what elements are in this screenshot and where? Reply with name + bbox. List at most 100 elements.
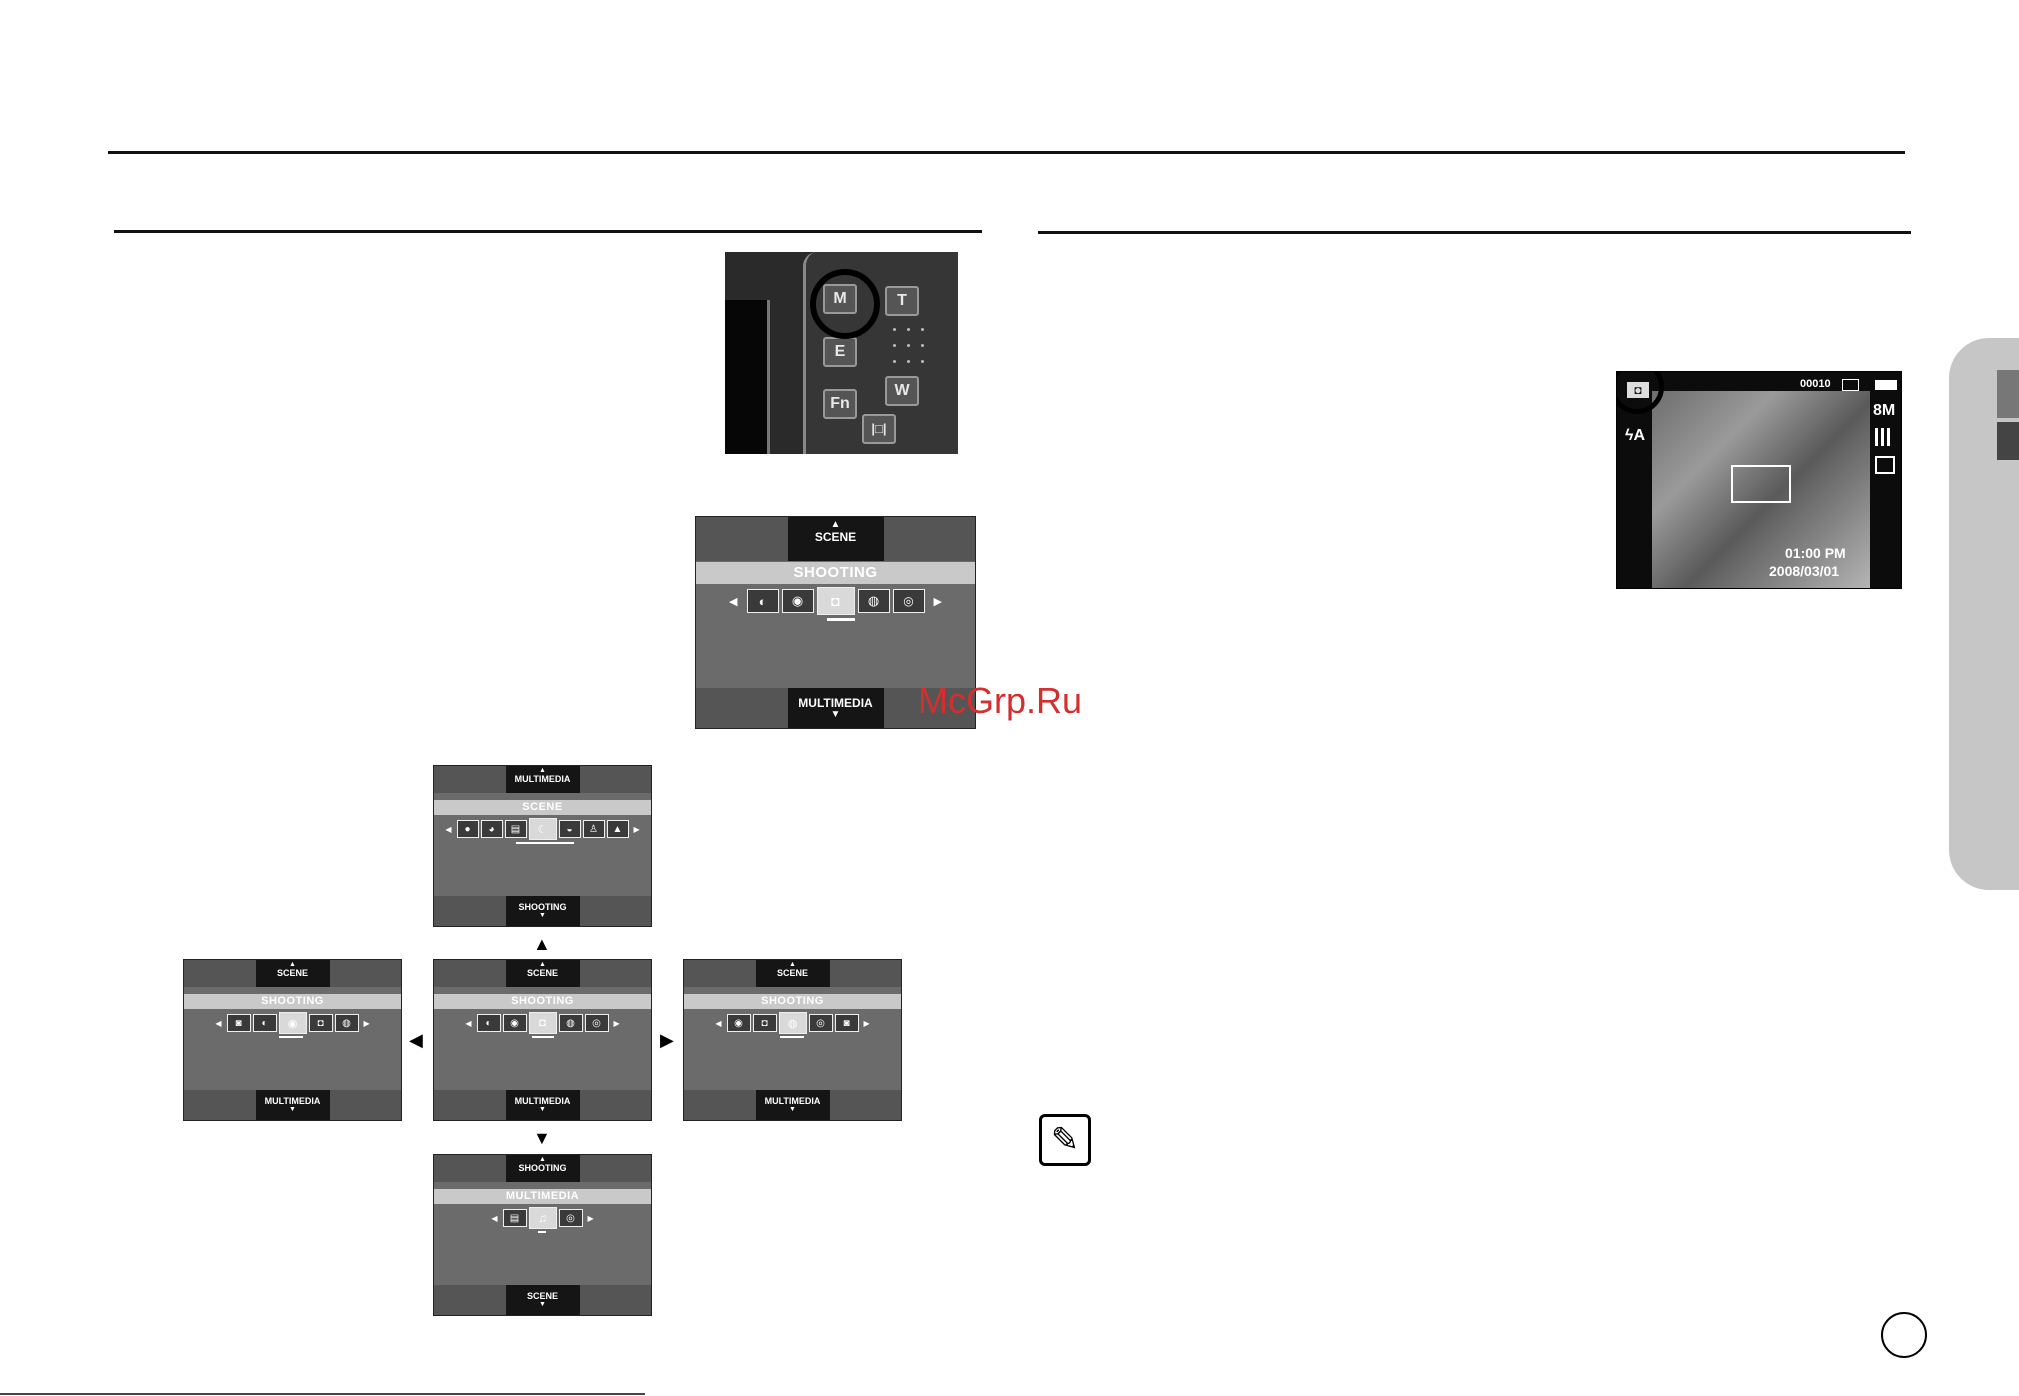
right-arrow-icon: ▶ (363, 1018, 370, 1028)
sunset-icon: ◒ (558, 820, 581, 838)
top-tab-label: SCENE (276, 968, 308, 978)
chapter-side-tab (1949, 338, 2019, 890)
mode-icon: ◘ (752, 1014, 777, 1032)
mode-icon: ◐ (252, 1014, 277, 1032)
speaker-dot (921, 328, 924, 331)
mode-icon: ◉ (278, 1012, 307, 1034)
speaker-dot (907, 360, 910, 363)
header-rule (108, 151, 1905, 154)
speaker-dot (893, 328, 896, 331)
top-tab: ▲ SCENE (505, 960, 580, 987)
right-arrow-icon: ▶ (660, 1030, 674, 1050)
side-tab-marker-active (1997, 422, 2019, 460)
mode-icon: ◘ (308, 1014, 333, 1032)
flash-auto-icon: ϟA (1625, 427, 1646, 444)
battery-icon (1875, 380, 1897, 390)
note-icon: ✎ (1039, 1114, 1091, 1166)
top-tab: ▲ SCENE (755, 960, 830, 987)
mode-icons-row: ◀ ◐ ◉ ◘ ◍ ◎ ▶ (434, 1012, 651, 1034)
top-tab: ▲ SCENE (787, 517, 884, 561)
selection-dash (516, 842, 574, 844)
iso-icon: ◎ (892, 589, 925, 613)
mode-menu-main: ▲ SCENE SHOOTING ◀ ◐ ◉ ◘ ◍ ◎ ▶ MULTIMEDI… (695, 516, 976, 729)
children-icon: ◕ (480, 820, 503, 838)
bottom-tab: MULTIMEDIA ▼ (787, 688, 884, 728)
watermark: McGrp.Ru (918, 680, 1083, 721)
mode-icon: ◎ (808, 1014, 833, 1032)
right-arrow-icon: ▶ (863, 1018, 870, 1028)
up-triangle-icon: ▲ (830, 519, 841, 530)
right-arrow-icon: ▶ (613, 1018, 620, 1028)
down-triangle-icon: ▼ (539, 912, 546, 919)
speaker-dot (907, 328, 910, 331)
time-display: 01:00 PM (1785, 545, 1846, 561)
dual-is-icon: ◍ (857, 589, 890, 613)
mode-icons-row: ◀ ◐ ◉ ◘ ◍ ◎ ▶ (696, 587, 975, 615)
effect-button: E (823, 337, 857, 367)
mode-band: SCENE (434, 800, 651, 815)
auto-icon: ◘ (816, 587, 855, 615)
top-tab: ▲ MULTIMEDIA (505, 766, 580, 793)
mode-menu-center: ▲ SCENE SHOOTING ◀ ◐ ◉ ◘ ◍ ◎ ▶ MULTIMEDI… (433, 959, 652, 1121)
camera-mode-highlight-circle (1617, 372, 1664, 414)
mode-band: SHOOTING (184, 994, 401, 1009)
bottom-tab: SHOOTING ▼ (505, 896, 580, 926)
speaker-dot (907, 344, 910, 347)
mode-band: SHOOTING (434, 994, 651, 1009)
bottom-tab-label: MULTIMEDIA (798, 696, 873, 710)
left-column-rule (114, 230, 982, 233)
speaker-dot (921, 360, 924, 363)
media-icon: ◎ (558, 1209, 583, 1227)
mode-icon: ◉ (726, 1014, 751, 1032)
mode-icon: ◍ (778, 1012, 807, 1034)
mode-icon: ◍ (558, 1014, 583, 1032)
resolution-indicator: 8M (1873, 402, 1896, 419)
metering-icon (1875, 456, 1895, 474)
zoom-wide-button: W (885, 376, 919, 406)
selection-dash (532, 1036, 554, 1038)
mode-band: SHOOTING (684, 994, 901, 1009)
top-tab-label: SCENE (776, 968, 808, 978)
portrait-icon: ● (456, 820, 479, 838)
night-icon: ☾ (528, 818, 557, 840)
top-tab-label: SCENE (526, 968, 558, 978)
mode-icons-row: ◀ ● ◕ ▤ ☾ ◒ ♙ ▲ ▶ (434, 818, 651, 840)
up-triangle-icon: ▲ (539, 961, 546, 968)
right-column-rule (1038, 231, 1911, 234)
down-arrow-icon: ▼ (533, 1128, 551, 1148)
function-button: Fn (823, 389, 857, 419)
date-display: 2008/03/01 (1769, 563, 1840, 579)
mode-menu-multimedia: ▲ SHOOTING MULTIMEDIA ◀ ▤ ♫ ◎ ▶ SCENE ▼ (433, 1154, 652, 1316)
left-arrow-icon: ◀ (715, 1018, 722, 1028)
mode-icon: ◉ (502, 1014, 527, 1032)
left-arrow-icon: ◀ (445, 824, 452, 834)
text-viewer-icon: ▤ (502, 1209, 527, 1227)
down-triangle-icon: ▼ (289, 1106, 296, 1113)
mode-icon: ◍ (334, 1014, 359, 1032)
music-icon: ♫ (528, 1207, 557, 1229)
selection-dash (827, 618, 855, 621)
down-triangle-icon: ▼ (789, 1106, 796, 1113)
display-button: |□| (862, 414, 896, 444)
bottom-tab-label: MULTIMEDIA (264, 1096, 321, 1106)
bottom-tab-label: MULTIMEDIA (514, 1096, 571, 1106)
bottom-tab: MULTIMEDIA ▼ (755, 1090, 830, 1120)
mode-icon: ◙ (834, 1014, 859, 1032)
top-tab: ▲ SCENE (255, 960, 330, 987)
up-triangle-icon: ▲ (539, 767, 546, 774)
mode-menu-scene: ▲ MULTIMEDIA SCENE ◀ ● ◕ ▤ ☾ ◒ ♙ ▲ ▶ SHO… (433, 765, 652, 927)
left-arrow-icon: ◀ (491, 1213, 498, 1223)
speaker-dot (893, 344, 896, 347)
bottom-tab-label: SHOOTING (518, 902, 567, 912)
left-arrow-icon: ◀ (409, 1030, 423, 1050)
right-arrow-icon: ▶ (933, 595, 942, 608)
left-arrow-icon: ◀ (465, 1018, 472, 1028)
down-triangle-icon: ▼ (539, 1106, 546, 1113)
mode-button-highlight-circle (810, 269, 880, 339)
shot-counter: 00010 (1800, 378, 1831, 390)
mode-menu-left: ▲ SCENE SHOOTING ◀ ◙ ◐ ◉ ◘ ◍ ▶ MULTIMEDI… (183, 959, 402, 1121)
up-arrow-icon: ▲ (533, 934, 551, 954)
speaker-dot (921, 344, 924, 347)
couple-photo (1652, 391, 1870, 588)
camera-back-photo: M T E W Fn |□| (725, 252, 958, 454)
